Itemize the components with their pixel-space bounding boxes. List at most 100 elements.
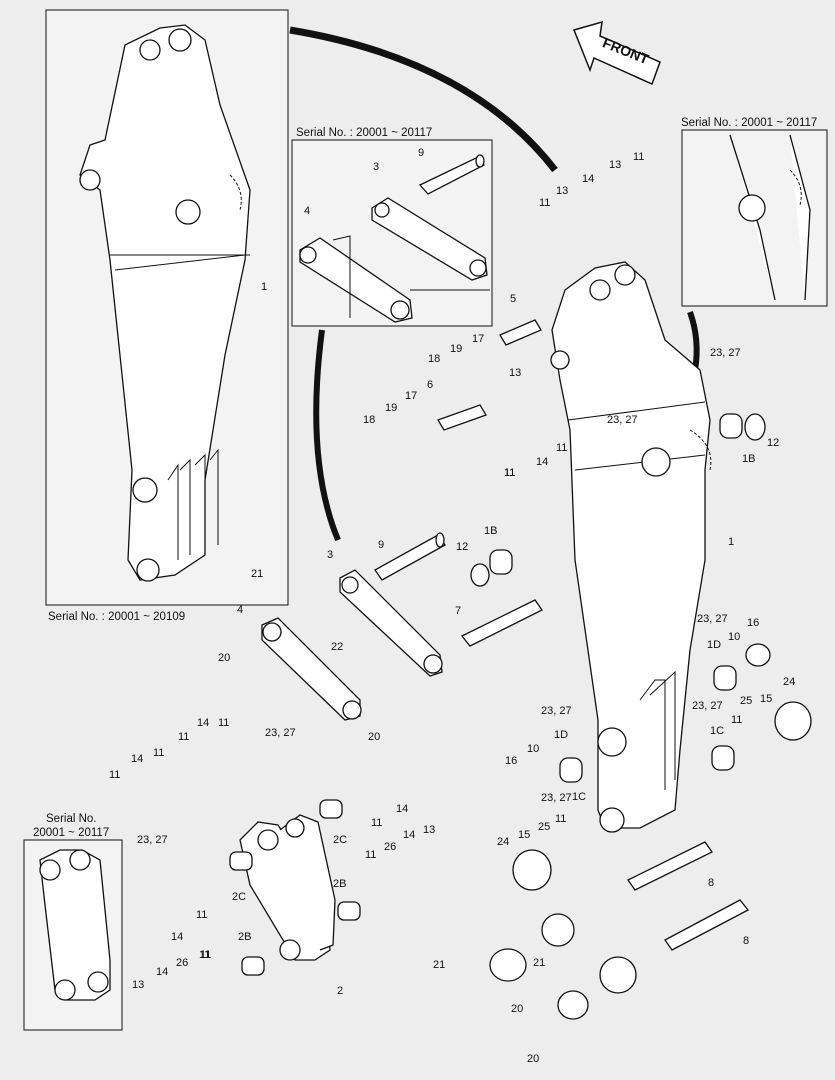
callout-c18a: 18 bbox=[428, 353, 440, 365]
callout-c26a: 26 bbox=[384, 841, 396, 853]
tip-inset-drawing bbox=[729, 134, 811, 301]
inset-arc-top bbox=[289, 26, 558, 173]
callout-c1B_a: 1B bbox=[484, 525, 497, 537]
callout-c1C: 1C bbox=[572, 791, 586, 803]
link-inset-serial: Serial No. : 20001 ~ 20117 bbox=[296, 127, 432, 139]
callout-c6: 6 bbox=[427, 379, 433, 391]
callout-c14h: 14 bbox=[156, 966, 168, 978]
callout-c20b: 20 bbox=[368, 731, 380, 743]
callout-c26b: 26 bbox=[176, 957, 188, 969]
callout-c7: 7 bbox=[455, 605, 461, 617]
callout-c11k: 11 bbox=[196, 909, 207, 921]
callout-c17b: 17 bbox=[405, 390, 417, 402]
callout-c11g: 11 bbox=[178, 731, 189, 743]
callout-c11p: 11 bbox=[504, 467, 515, 479]
callout-c13c: 13 bbox=[509, 367, 521, 379]
callout-c2327a: 23, 27 bbox=[710, 347, 741, 359]
callout-c24b: 24 bbox=[497, 836, 509, 848]
callout-c11c: 11 bbox=[556, 442, 567, 454]
callout-c2327d: 23, 27 bbox=[541, 705, 572, 717]
boom-inset-drawing bbox=[79, 24, 251, 582]
callout-c15b: 15 bbox=[760, 693, 772, 705]
callout-c2B_a: 2B bbox=[333, 878, 346, 890]
callout-c1D_a: 1D bbox=[554, 729, 568, 741]
link-assembly bbox=[261, 319, 543, 721]
callout-c4b: 4 bbox=[237, 604, 243, 616]
callout-c3b: 3 bbox=[327, 549, 333, 561]
front-arrow: FRONT bbox=[572, 20, 661, 86]
link-inset-drawing bbox=[299, 154, 490, 323]
callout-c16a: 16 bbox=[747, 617, 759, 629]
rod-inset-drawing bbox=[39, 849, 111, 1001]
inset-arc-right bbox=[687, 310, 700, 371]
rod-inset-serial-1: Serial No. bbox=[46, 813, 97, 825]
callout-c4a: 4 bbox=[304, 205, 310, 217]
callout-c1D_b: 1D bbox=[707, 639, 721, 651]
rod-inset-serial-2: 20001 ~ 20117 bbox=[33, 827, 109, 839]
callout-c2B_b: 2B bbox=[238, 931, 251, 943]
callout-c11a: 11 bbox=[633, 151, 644, 163]
callout-c20d: 20 bbox=[527, 1053, 539, 1065]
callout-c11l: 11 bbox=[200, 949, 211, 961]
boom-inset-serial: Serial No. : 20001 ~ 20109 bbox=[48, 611, 185, 623]
callout-c12b: 12 bbox=[456, 541, 468, 553]
callout-c25a: 25 bbox=[538, 821, 550, 833]
callout-c2327f: 23, 27 bbox=[541, 792, 572, 804]
callout-c20c: 20 bbox=[511, 1003, 523, 1015]
callout-layer: 111B1B1C1D1D1C22B2B2C2C33445678899101011… bbox=[109, 147, 795, 1065]
callout-c13a: 13 bbox=[609, 159, 621, 171]
callout-c16b: 16 bbox=[505, 755, 517, 767]
callout-c20a: 20 bbox=[218, 652, 230, 664]
callout-c1C_b: 1C bbox=[710, 725, 724, 737]
callout-c21c: 21 bbox=[533, 957, 545, 969]
callout-c8b: 8 bbox=[743, 935, 749, 947]
callout-c22: 22 bbox=[331, 641, 343, 653]
callout-c9b: 9 bbox=[378, 539, 384, 551]
main-boom bbox=[550, 261, 712, 833]
callout-c11e: 11 bbox=[153, 747, 164, 759]
callout-c2C_a: 2C bbox=[333, 834, 347, 846]
callout-c11b: 11 bbox=[539, 197, 550, 209]
callout-c17a: 17 bbox=[472, 333, 484, 345]
callout-c25b: 25 bbox=[740, 695, 752, 707]
callout-c14e: 14 bbox=[396, 803, 408, 815]
callout-c2: 2 bbox=[337, 985, 343, 997]
callout-c11n: 11 bbox=[731, 714, 742, 726]
callout-c21b: 21 bbox=[433, 959, 445, 971]
callout-c14a: 14 bbox=[582, 173, 594, 185]
rod-assembly bbox=[229, 799, 361, 976]
callout-c2327e: 23, 27 bbox=[692, 700, 723, 712]
callout-c8a: 8 bbox=[708, 877, 714, 889]
callout-c11j: 11 bbox=[365, 849, 376, 861]
callout-c2327b: 23, 27 bbox=[607, 414, 638, 426]
callout-c14c: 14 bbox=[197, 717, 209, 729]
callout-c14f: 14 bbox=[403, 829, 415, 841]
callout-c10a: 10 bbox=[728, 631, 740, 643]
callout-c13d: 13 bbox=[423, 824, 435, 836]
callout-c1b: 1 bbox=[728, 536, 734, 548]
callout-c1B_b: 1B bbox=[742, 453, 755, 465]
callout-c3a: 3 bbox=[373, 161, 379, 173]
callout-c11i: 11 bbox=[371, 817, 382, 829]
callout-c5: 5 bbox=[510, 293, 516, 305]
callout-c24a: 24 bbox=[783, 676, 795, 688]
callout-c19a: 19 bbox=[450, 343, 462, 355]
callout-c11h: 11 bbox=[218, 717, 229, 729]
callout-c10b: 10 bbox=[527, 743, 539, 755]
callout-c21a: 21 bbox=[251, 568, 263, 580]
bushings-washers bbox=[470, 413, 812, 1020]
callout-c11o: 11 bbox=[199, 949, 210, 961]
callout-c11f: 11 bbox=[109, 769, 120, 781]
callout-c11d: 11 bbox=[504, 467, 515, 479]
callout-c11m: 11 bbox=[555, 813, 566, 825]
callout-c2327h: 23, 27 bbox=[137, 834, 168, 846]
tip-inset-serial: Serial No. : 20001 ~ 20117 bbox=[681, 117, 817, 129]
callout-c14b: 14 bbox=[536, 456, 548, 468]
callout-c15a: 15 bbox=[518, 829, 530, 841]
callout-c9a: 9 bbox=[418, 147, 424, 159]
callout-c2327g: 23, 27 bbox=[265, 727, 296, 739]
callout-c13e: 13 bbox=[132, 979, 144, 991]
callout-c13b: 13 bbox=[556, 185, 568, 197]
callout-c2327c: 23, 27 bbox=[697, 613, 728, 625]
